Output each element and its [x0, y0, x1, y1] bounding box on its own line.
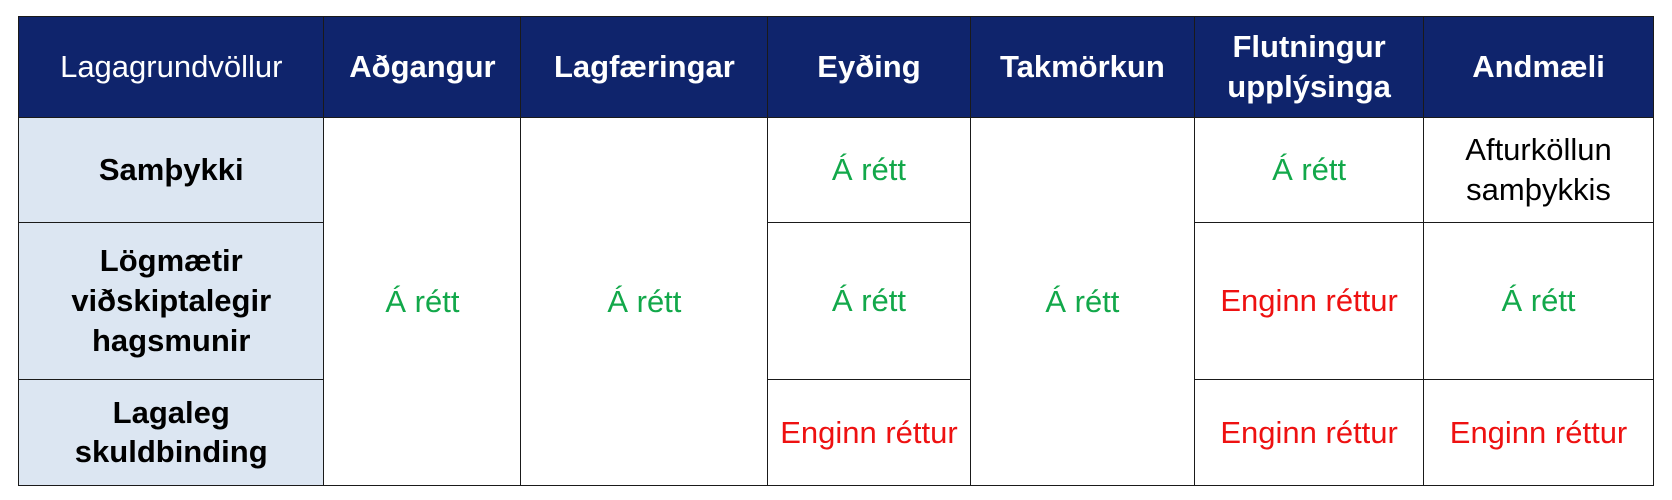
column-header-rectification: Lagfæringar	[520, 16, 769, 118]
table-row: Lögmætir viðskiptalegir hagsmunir Á rétt…	[17, 221, 1654, 380]
cell-objection: Enginn réttur	[1423, 378, 1654, 487]
header-row: Lagagrundvöllur Aðgangur Lagfæringar Eyð…	[17, 16, 1654, 118]
column-header-legal-basis: Lagagrundvöllur	[17, 16, 325, 118]
row-header-legal-obligation: Lagaleg skuldbinding	[17, 378, 325, 487]
cell-objection: Á rétt	[1423, 221, 1654, 380]
column-header-portability: Flutningur upplýsinga	[1194, 16, 1425, 118]
cell-rectification-merged: Á rétt	[520, 117, 769, 486]
cell-portability: Enginn réttur	[1194, 221, 1425, 380]
cell-erasure: Á rétt	[767, 117, 971, 223]
cell-erasure: Enginn réttur	[767, 378, 971, 487]
column-header-erasure: Eyðing	[767, 16, 971, 118]
cell-erasure: Á rétt	[767, 221, 971, 380]
cell-objection: Afturköllun samþykkis	[1423, 117, 1654, 223]
cell-access-merged: Á rétt	[323, 117, 522, 486]
rights-table: Lagagrundvöllur Aðgangur Lagfæringar Eyð…	[17, 16, 1654, 487]
column-header-restriction: Takmörkun	[969, 16, 1196, 118]
cell-portability: Enginn réttur	[1194, 378, 1425, 487]
cell-restriction-merged: Á rétt	[969, 117, 1196, 486]
table-row: Lagaleg skuldbinding Enginn réttur Engin…	[17, 378, 1654, 487]
row-header-consent: Samþykki	[17, 117, 325, 223]
column-header-access: Aðgangur	[323, 16, 522, 118]
row-header-legitimate-interests: Lögmætir viðskiptalegir hagsmunir	[17, 221, 325, 380]
table-row: Samþykki Á rétt Á rétt Á rétt Á rétt Á r…	[17, 117, 1654, 486]
column-header-objection: Andmæli	[1423, 16, 1654, 118]
cell-portability: Á rétt	[1194, 117, 1425, 223]
